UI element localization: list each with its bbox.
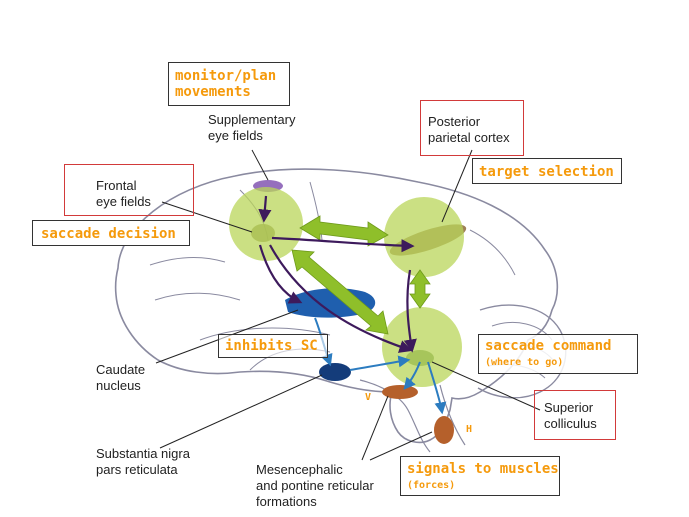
- saccade-command-text: saccade command: [485, 338, 612, 354]
- substantia-nigra-label: Substantia nigra pars reticulata: [96, 446, 190, 477]
- brainstem-outline: [359, 379, 431, 453]
- target-selection-text: target selection: [479, 164, 614, 180]
- saccade-decision-text: saccade decision: [41, 226, 176, 242]
- monitor-plan-box: monitor/plan movements: [168, 62, 290, 106]
- ppc-highlight-circle: [384, 197, 464, 277]
- posterior-parietal-cortex-label: Posterior parietal cortex: [428, 114, 510, 145]
- superior-colliculus-label: Superior colliculus: [544, 400, 597, 431]
- v-marker-label: V: [365, 392, 372, 403]
- supplementary-eye-fields-label: Supplementary eye fields: [208, 112, 296, 143]
- sc-highlight-circle: [382, 307, 462, 387]
- frontal-eye-fields-label: Frontal eye fields: [96, 178, 151, 209]
- dark-pathway-arrows: [258, 195, 417, 353]
- substantia-nigra-region: [319, 363, 351, 381]
- caudate-nucleus-label: Caudate nucleus: [96, 362, 146, 393]
- h-marker-label: H: [466, 424, 473, 435]
- forces-text: (forces): [407, 480, 456, 491]
- ppc-label-box: [420, 100, 524, 156]
- mesencephalic-label: Mesencephalic and pontine reticular form…: [256, 462, 374, 509]
- signals-to-muscles-box: signals to muscles (forces): [400, 456, 560, 496]
- inhibits-sc-box: inhibits SC: [218, 334, 328, 358]
- sc-label-box: [534, 390, 616, 440]
- fef-label-box: [64, 164, 194, 216]
- saccade-command-box: saccade command (where to go): [478, 334, 638, 374]
- saccade-decision-box: saccade decision: [32, 220, 190, 246]
- green-connection-arrows: [291, 215, 431, 335]
- fef-highlight-circle: [229, 187, 303, 261]
- target-selection-box: target selection: [472, 158, 622, 184]
- signals-to-muscles-text: signals to muscles: [407, 461, 559, 477]
- where-to-go-text: (where to go): [485, 357, 564, 368]
- monitor-plan-text: monitor/plan movements: [175, 68, 277, 100]
- reticular-h-region: [434, 416, 454, 444]
- inhibits-sc-text: inhibits SC: [225, 338, 318, 354]
